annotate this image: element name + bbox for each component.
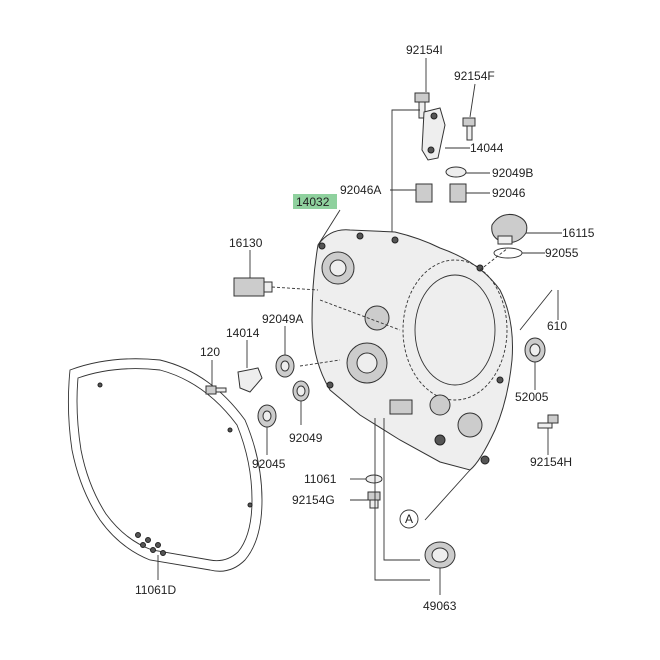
label-92154f[interactable]: 92154F (454, 69, 495, 83)
label-92046a[interactable]: 92046A (340, 183, 381, 197)
bearing-92046a[interactable] (415, 183, 433, 203)
oil-level-gauge-49063[interactable] (424, 541, 456, 569)
label-a: A (405, 512, 413, 526)
valve-16130[interactable] (233, 277, 273, 297)
label-11061d[interactable]: 11061D (135, 583, 176, 597)
bushing-92049b[interactable] (445, 166, 467, 178)
lever-14014[interactable] (237, 367, 263, 393)
seal-92049a[interactable] (275, 354, 295, 378)
plug-92154g[interactable] (367, 491, 381, 509)
pin-610[interactable] (519, 289, 553, 331)
label-14032[interactable]: 14032 (296, 195, 330, 209)
label-14044[interactable]: 14044 (470, 141, 504, 155)
label-14014[interactable]: 14014 (226, 326, 260, 340)
label-92049[interactable]: 92049 (289, 431, 323, 445)
bolt-92154f[interactable] (462, 117, 476, 141)
oil-filler-cap-16115[interactable] (491, 214, 528, 245)
label-92049b[interactable]: 92049B (492, 166, 533, 180)
label-92049a[interactable]: 92049A (262, 312, 303, 326)
label-52005[interactable]: 52005 (515, 390, 549, 404)
bolt-120[interactable] (205, 385, 227, 395)
label-92154h[interactable]: 92154H (530, 455, 572, 469)
label-92046[interactable]: 92046 (492, 186, 526, 200)
label-120[interactable]: 120 (200, 345, 220, 359)
label-92045[interactable]: 92045 (252, 457, 286, 471)
label-92154i[interactable]: 92154I (406, 43, 443, 57)
seal-92045[interactable] (257, 404, 277, 428)
label-16130[interactable]: 16130 (229, 236, 263, 250)
label-49063[interactable]: 49063 (423, 599, 457, 613)
bracket-14044[interactable] (421, 107, 446, 161)
label-610[interactable]: 610 (547, 319, 567, 333)
o-ring-92055[interactable] (493, 247, 523, 259)
bearing-92046[interactable] (449, 183, 467, 203)
label-92154g[interactable]: 92154G (292, 493, 335, 507)
bolt-92154h[interactable] (537, 414, 559, 429)
oil-seal-52005[interactable] (524, 337, 546, 363)
gasket-11061d[interactable] (67, 358, 263, 572)
labels: 92154I 92154F 14044 92049B 92046A 92046 … (135, 43, 595, 613)
label-11061[interactable]: 11061 (304, 472, 337, 486)
gasket-11061[interactable] (365, 474, 383, 484)
callout-a-circle (399, 509, 419, 529)
highlight-14032 (293, 194, 337, 209)
clutch-cover-14032[interactable] (311, 229, 513, 471)
label-92055[interactable]: 92055 (545, 246, 579, 260)
label-16115[interactable]: 16115 (562, 226, 595, 240)
leader-lines (157, 58, 562, 595)
seal-92049[interactable] (292, 380, 310, 402)
